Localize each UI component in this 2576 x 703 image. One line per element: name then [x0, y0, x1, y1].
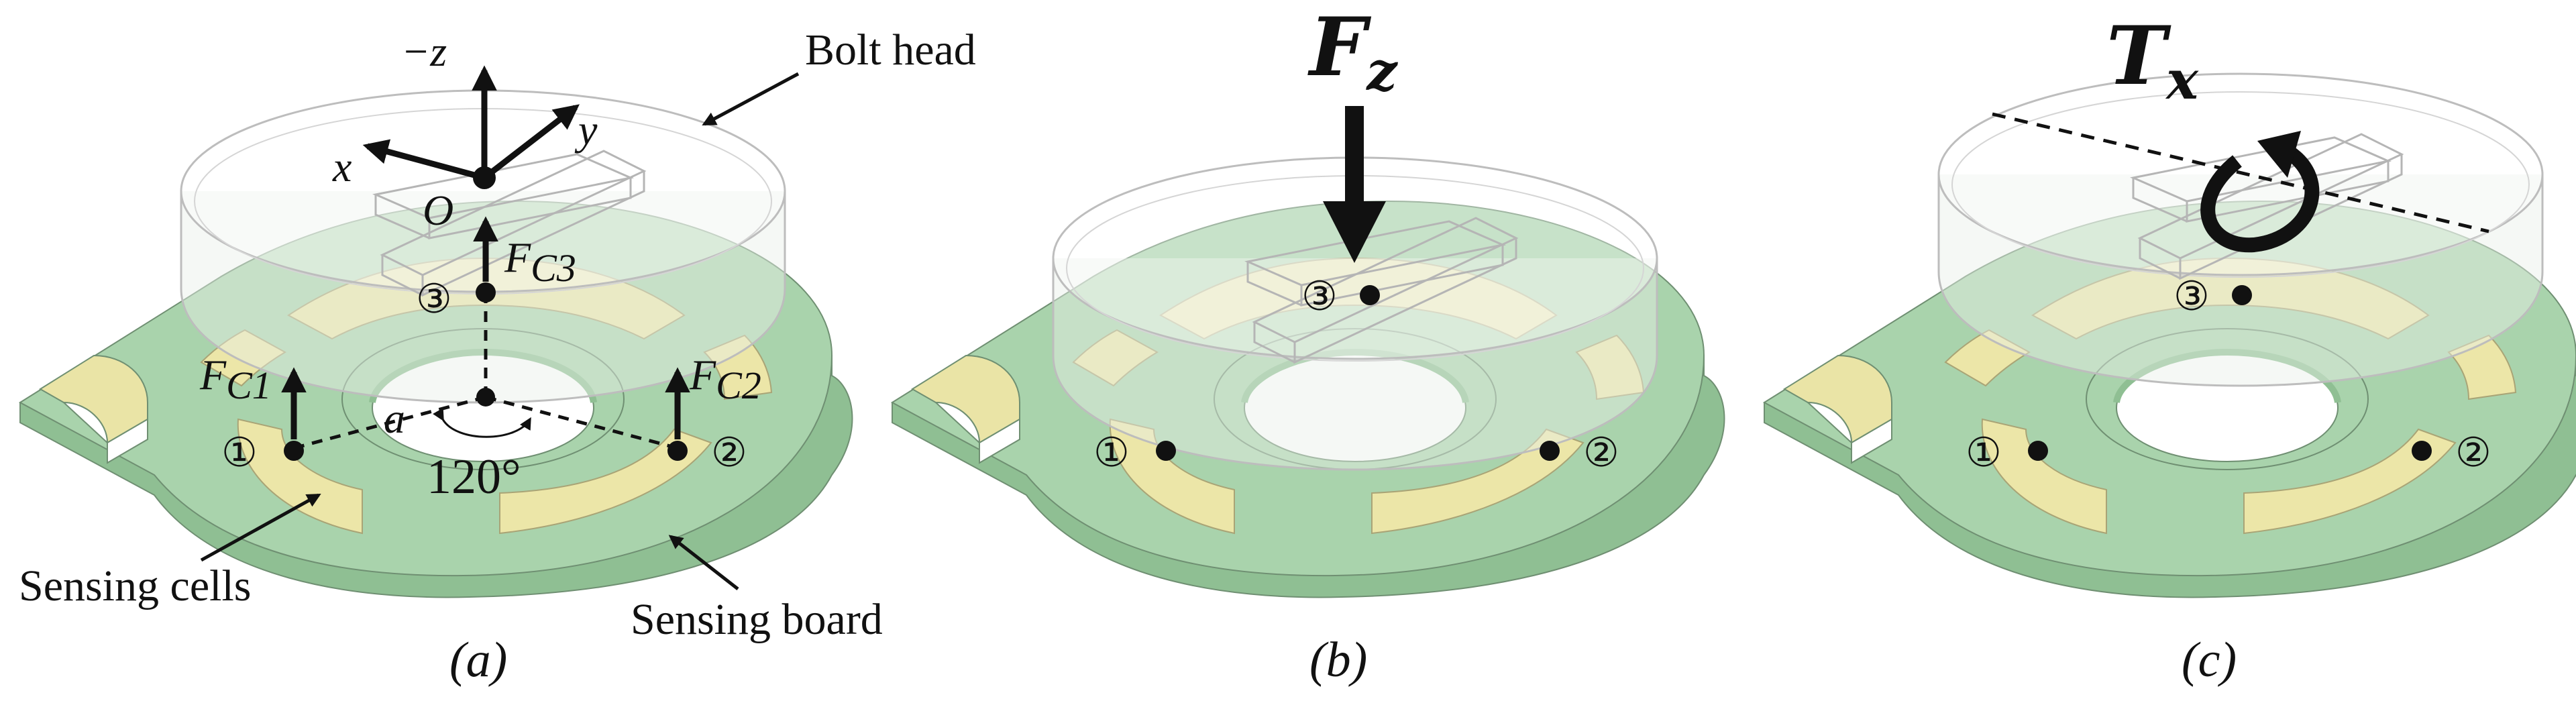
radius-label: a: [384, 394, 405, 442]
panel-c-caption: (c): [2182, 633, 2237, 688]
bolt-head-leader: [702, 72, 800, 126]
load-fz-label: Fz: [1307, 0, 1398, 103]
cell-2-number: ②: [1583, 430, 1619, 475]
torque-tx-arrowhead: [2257, 131, 2301, 178]
cell-2-number: ②: [711, 430, 747, 475]
panel-b: Fz ① ② ③ (b): [892, 0, 1724, 688]
load-fz-shaft: [1345, 106, 1364, 207]
axis-y-arrow: [482, 104, 580, 180]
cell-1-dot: [284, 441, 304, 461]
cell-3-number: ③: [416, 276, 452, 321]
torque-axis-line: [1992, 112, 2489, 233]
cell-3-number: ③: [1301, 274, 1338, 319]
radius-line-2: [485, 395, 678, 450]
force-c2-label: FC2: [689, 351, 761, 407]
cell-1-number: ①: [221, 430, 258, 475]
angle-label: 120°: [427, 449, 521, 504]
cell-2-number: ②: [2455, 430, 2491, 475]
board-center-dot: [476, 388, 495, 407]
origin-dot: [473, 166, 496, 189]
sensing-cells-callout: Sensing cells: [19, 561, 251, 610]
cell-3-dot: [1360, 285, 1380, 305]
sensing-cells-leader: [200, 493, 321, 562]
load-fz-arrowhead: [1323, 201, 1386, 263]
bolt-head-callout: Bolt head: [805, 25, 976, 74]
cell-1-number: ①: [1966, 430, 2002, 475]
cell-2-dot: [2412, 441, 2432, 461]
panel-c: Tx ① ② ③ (c): [1764, 9, 2576, 688]
force-c1-label: FC1: [199, 351, 272, 407]
angle-arc: [433, 408, 531, 438]
cell-3-dot: [2232, 285, 2252, 305]
sensing-board-callout: Sensing board: [631, 595, 883, 644]
panel-a: −z x y O a 120° ① ② ③ FC3 FC1 FC2 Bolt h…: [19, 25, 976, 688]
axis-x-label: x: [332, 143, 352, 191]
cell-2-dot: [667, 441, 688, 461]
cell-3-number: ③: [2174, 274, 2210, 319]
load-tx-label: Tx: [2106, 9, 2199, 111]
origin-label: O: [423, 186, 453, 234]
cell-2-dot: [1540, 441, 1560, 461]
axis-neg-z-label: −z: [401, 28, 447, 75]
sensing-board-leader: [668, 535, 739, 590]
axis-y-label: y: [574, 106, 598, 154]
panel-b-caption: (b): [1309, 633, 1367, 688]
cell-1-dot: [1156, 441, 1176, 461]
axis-x-arrow: [362, 139, 486, 181]
cell-1-number: ①: [1093, 430, 1130, 475]
panel-a-caption: (a): [449, 633, 507, 688]
cell-3-dot: [476, 282, 496, 303]
radius-line-1: [293, 395, 486, 450]
cell-1-dot: [2028, 441, 2048, 461]
force-c3-label: FC3: [504, 233, 576, 290]
torque-tx-arrow: [2200, 141, 2320, 253]
